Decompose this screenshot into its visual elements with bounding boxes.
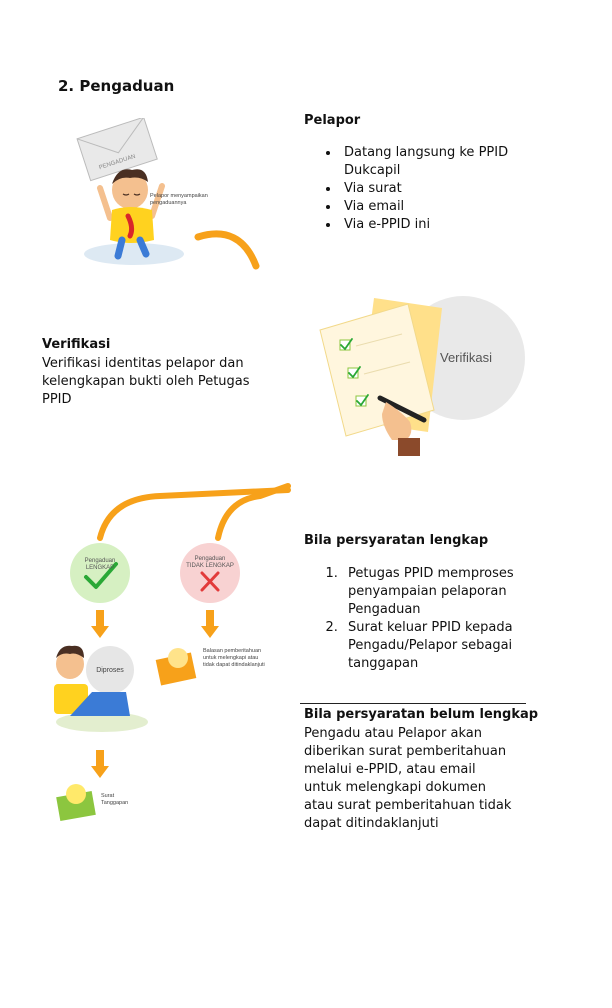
verifikasi-circle-label: Verifikasi [440,350,492,365]
circle-ok-line1: Pengaduan [85,558,116,564]
lengkap-title: Bila persyaratan lengkap [304,533,489,548]
verifikasi-text: Verifikasi identitas pelapor dan kelengk… [42,356,250,407]
list-item: Petugas PPID memproses penyampaian pelap… [342,565,532,619]
circle-ok-line2: LENGKAP [86,565,114,571]
surat-caption-line2: Tanggapan [101,800,129,806]
lengkap-list: Petugas PPID memproses penyampaian pelap… [322,565,532,673]
list-item: Via e-PPID ini [340,216,530,234]
pelapor-illustration: PENGADUAN [76,118,260,270]
diproses-label: Diproses [96,667,124,674]
list-item: Via email [340,198,530,216]
list-item: Datang langsung ke PPID Dukcapil [340,144,530,180]
flow-illustration: Pengaduan LENGKAP Pengaduan TIDAK LENGKA… [54,483,291,821]
circle-no-line1: Pengaduan [195,556,226,562]
pelapor-caption: Pelapor menyampaikan pengaduannya [150,193,208,206]
list-item: Surat keluar PPID kepada Pengadu/Pelapor… [342,619,532,673]
belum-title: Bila persyaratan belum lengkap [304,707,539,722]
pelapor-title: Pelapor [304,113,361,128]
verifikasi-title: Verifikasi [42,337,111,352]
belum-text: Pengadu atau Pelapor akan diberikan sura… [304,726,512,831]
pelapor-list: Datang langsung ke PPID Dukcapil Via sur… [322,144,530,234]
balasan-caption: Balasan pemberitahuan untuk melengkapi a… [203,648,265,668]
verifikasi-illustration: Verifikasi [319,296,525,456]
surat-caption-line1: Surat [101,793,115,799]
section-title: 2. Pengaduan [58,77,175,95]
circle-no-line2: TIDAK LENGKAP [186,563,234,569]
list-item: Via surat [340,180,530,198]
divider [300,703,526,704]
